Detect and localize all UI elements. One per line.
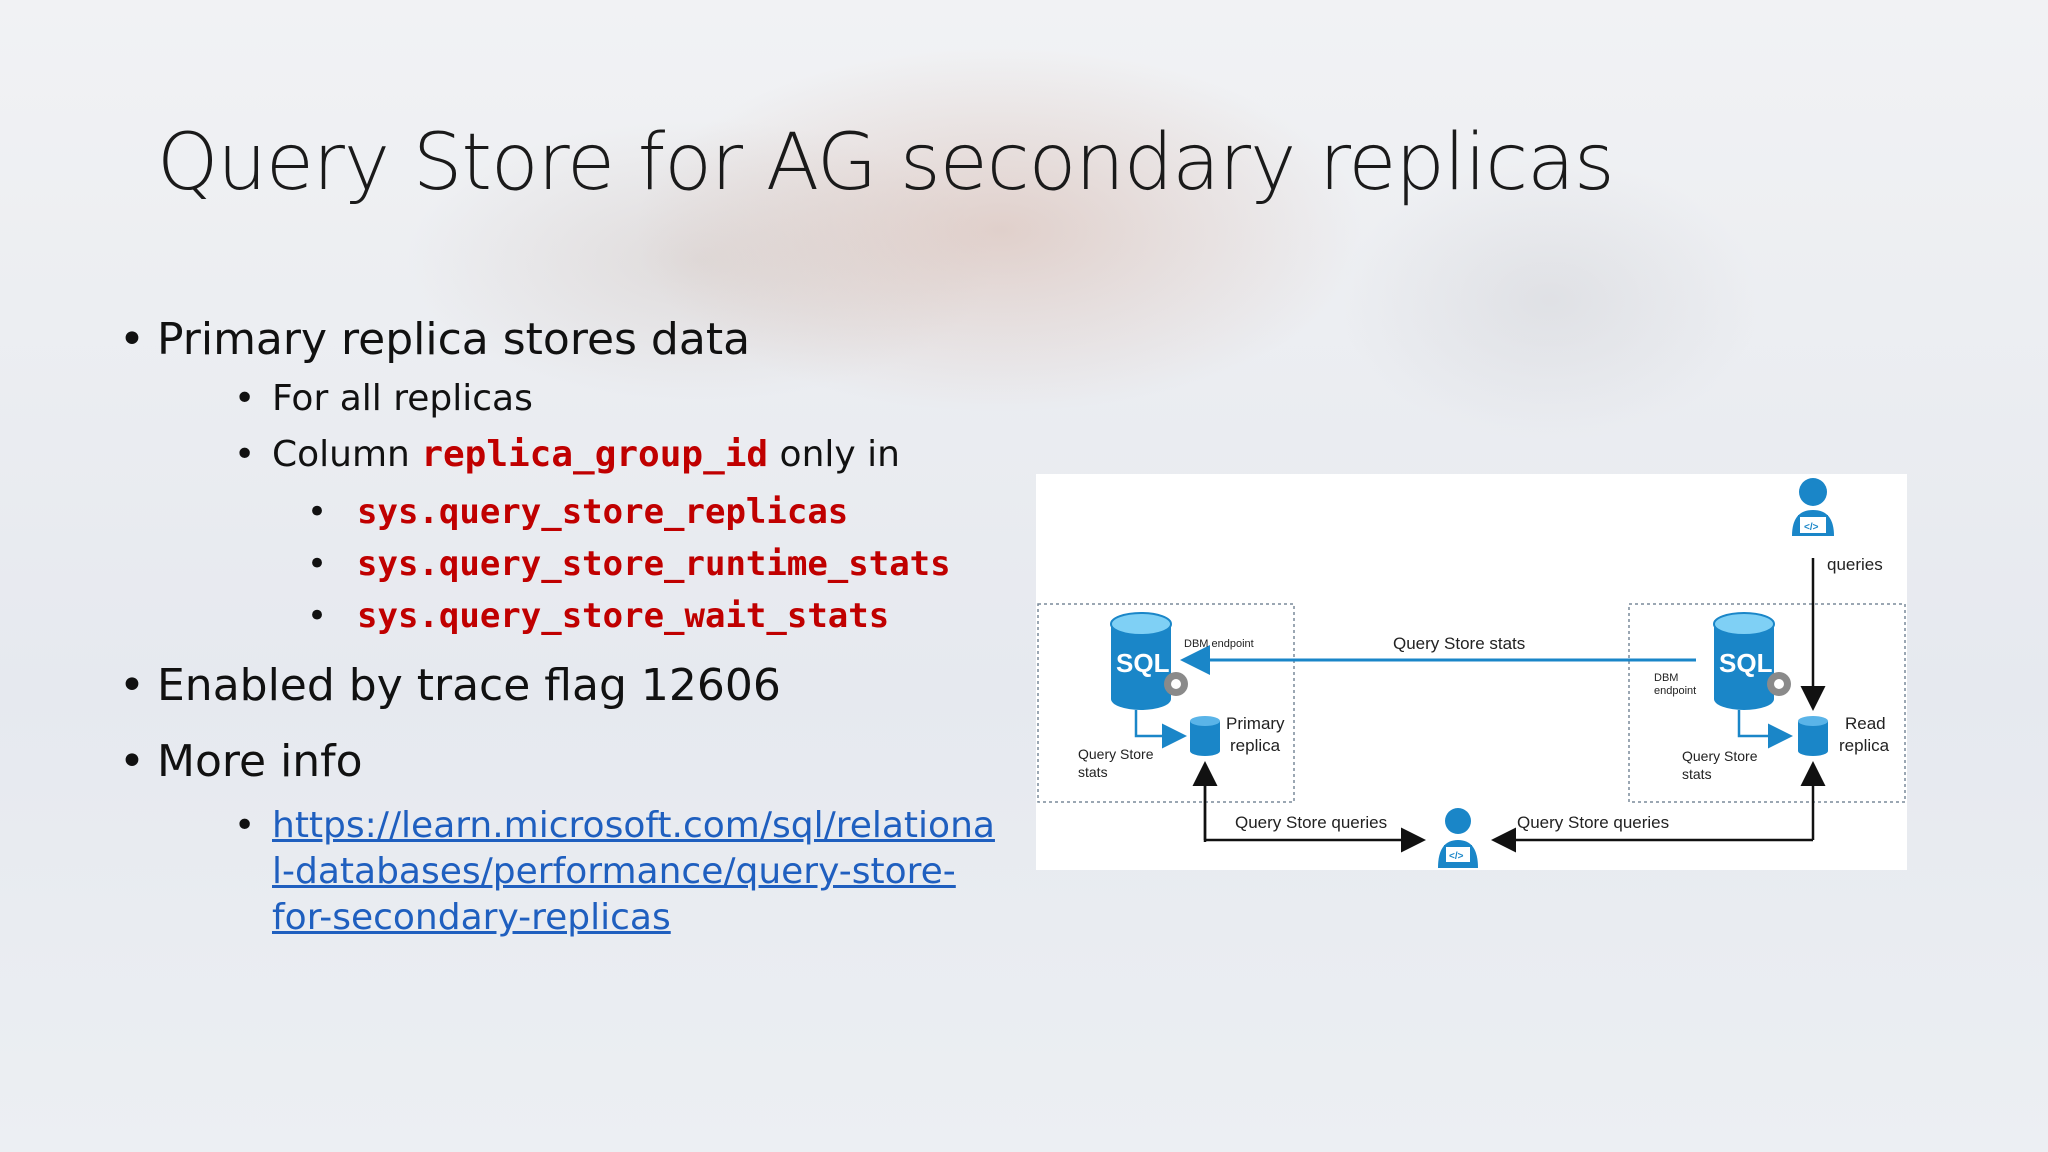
view-name-code: sys.query_store_runtime_stats	[357, 544, 951, 584]
left-stats-arrow	[1134, 710, 1187, 749]
bullet-column: • Column replica_group_id only in	[234, 434, 900, 475]
bullet-text: Enabled by trace flag 12606	[157, 660, 781, 711]
query-store-stats-label: Query Store stats	[1393, 634, 1525, 653]
view-item: • sys.query_store_runtime_stats	[307, 544, 951, 584]
view-name-code: sys.query_store_replicas	[357, 492, 849, 532]
bullet-dot: •	[234, 434, 256, 475]
slide-title: Query Store for AG secondary replicas	[157, 118, 1615, 208]
dbm-endpoint-label: endpoint	[1654, 685, 1696, 697]
code-glyph: </>	[1804, 522, 1819, 533]
bullet-text: only in	[768, 434, 900, 475]
bullet-text: For all replicas	[272, 378, 533, 419]
link-line[interactable]: l-databases/performance/query-store-	[272, 851, 956, 892]
code-glyph: </>	[1449, 851, 1464, 862]
view-name-code: sys.query_store_wait_stats	[357, 596, 890, 636]
query-store-queries-label: Query Store queries	[1235, 813, 1387, 832]
view-item: • sys.query_store_replicas	[307, 492, 849, 532]
query-store-stats-label: Query Store	[1078, 746, 1154, 762]
bullet-dot: •	[307, 596, 328, 636]
bullet-primary-replica: • Primary replica stores data	[119, 314, 751, 365]
query-store-stats-label: Query Store	[1682, 748, 1758, 764]
ag-replica-diagram: SQL SQL Query Store stats DBM endpoint D…	[1036, 474, 1907, 870]
read-replica-label: Read	[1845, 714, 1886, 733]
bullet-text: Primary replica stores data	[157, 314, 751, 365]
link-line[interactable]: for-secondary-replicas	[272, 897, 671, 938]
bullet-link: • https://learn.microsoft.com/sql/relati…	[234, 803, 995, 941]
bullet-dot: •	[119, 314, 145, 365]
bullet-trace-flag: • Enabled by trace flag 12606	[119, 660, 781, 711]
dbm-endpoint-label: DBM	[1654, 672, 1678, 684]
link-line[interactable]: https://learn.microsoft.com/sql/relation…	[272, 805, 995, 846]
sql-server-read-icon: SQL	[1713, 612, 1791, 710]
primary-replica-db-icon	[1190, 716, 1220, 756]
column-name-code: replica_group_id	[421, 434, 769, 475]
sql-label: SQL	[1719, 648, 1773, 678]
bullet-dot: •	[307, 492, 328, 532]
dbm-endpoint-label: DBM endpoint	[1184, 638, 1254, 650]
sql-label: SQL	[1116, 648, 1170, 678]
read-replica-db-icon	[1798, 716, 1828, 756]
query-store-stats-label: stats	[1682, 766, 1712, 782]
developer-bottom-icon: </>	[1438, 808, 1478, 868]
bullet-dot: •	[234, 378, 256, 419]
queries-label: queries	[1827, 555, 1883, 574]
sql-server-primary-icon: SQL	[1110, 612, 1188, 710]
read-replica-label: replica	[1839, 736, 1890, 755]
query-store-queries-label: Query Store queries	[1517, 813, 1669, 832]
diagram-svg: SQL SQL Query Store stats DBM endpoint D…	[1037, 478, 1906, 868]
primary-replica-box	[1037, 603, 1295, 803]
bullet-dot: •	[119, 660, 145, 711]
read-replica-box	[1628, 603, 1906, 803]
view-item: • sys.query_store_wait_stats	[307, 596, 890, 636]
right-stats-arrow	[1737, 710, 1793, 749]
developer-top-icon: </>	[1792, 478, 1834, 536]
query-store-stats-label: stats	[1078, 764, 1108, 780]
bullet-for-all-replicas: • For all replicas	[234, 378, 533, 419]
primary-replica-label: replica	[1230, 736, 1281, 755]
bullet-text: More info	[157, 736, 363, 787]
bullet-dot: •	[307, 544, 328, 584]
more-info-link[interactable]: https://learn.microsoft.com/sql/relation…	[272, 803, 995, 941]
primary-replica-label: Primary	[1226, 714, 1285, 733]
bullet-dot: •	[119, 736, 145, 787]
bullet-more-info: • More info	[119, 736, 363, 787]
bullet-text: Column	[272, 434, 422, 475]
bullet-dot: •	[234, 805, 256, 846]
